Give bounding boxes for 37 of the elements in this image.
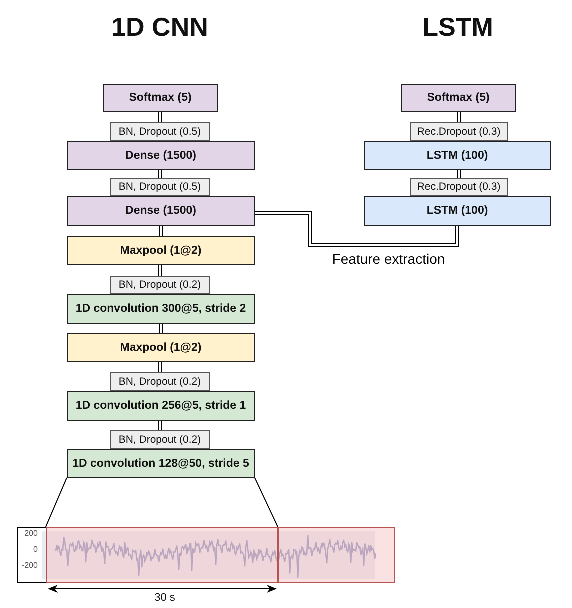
- connector-line: [158, 112, 162, 122]
- layer-box: Dense (1500): [67, 196, 255, 226]
- connector-line: [159, 226, 163, 236]
- regularization-tab: BN, Dropout (0.2): [110, 372, 210, 391]
- dimension-label: 30 s: [154, 592, 176, 604]
- layer-box: Softmax (5): [401, 84, 516, 112]
- regularization-tab: Rec.Dropout (0.3): [410, 178, 508, 196]
- connector-line: [254, 211, 460, 247]
- layer-box: Maxpool (1@2): [67, 333, 255, 362]
- connector-line: [159, 324, 163, 334]
- connector-line: [457, 170, 461, 178]
- regularization-tab: BN, Dropout (0.2): [110, 430, 210, 449]
- connector-line: [457, 112, 461, 122]
- layer-box: 1D convolution 300@5, stride 2: [67, 294, 255, 324]
- section-title: LSTM: [422, 12, 494, 43]
- layer-box: Softmax (5): [103, 84, 218, 112]
- layer-box: LSTM (100): [364, 141, 551, 170]
- regularization-tab: BN, Dropout (0.5): [110, 122, 210, 141]
- regularization-tab: Rec.Dropout (0.3): [410, 122, 508, 141]
- highlight-window: [46, 527, 278, 583]
- regularization-tab: BN, Dropout (0.5): [110, 178, 210, 196]
- layer-box: 1D convolution 128@50, stride 5: [67, 449, 255, 478]
- connector-line: [158, 264, 162, 276]
- layer-box: Dense (1500): [67, 141, 255, 170]
- axis-tick-label: 0: [32, 545, 38, 554]
- connector-line: [158, 170, 162, 178]
- layer-box: 1D convolution 256@5, stride 1: [67, 391, 255, 421]
- connector-line: [46, 478, 68, 528]
- layer-box: LSTM (100): [364, 196, 551, 226]
- axis-tick-label: -200: [20, 561, 38, 570]
- connector-line: [158, 362, 162, 372]
- section-title: 1D CNN: [110, 12, 210, 43]
- axis-tick-label: 200: [24, 529, 38, 538]
- connector-line: [158, 420, 162, 430]
- connector-line: [254, 478, 278, 528]
- regularization-tab: BN, Dropout (0.2): [110, 276, 210, 294]
- layer-box: Maxpool (1@2): [67, 236, 255, 265]
